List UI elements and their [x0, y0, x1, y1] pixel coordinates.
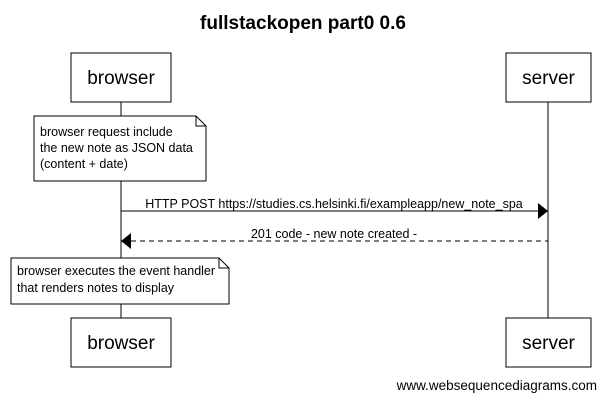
message-response-arrowhead — [121, 233, 131, 249]
message-response-label: 201 code - new note created - — [251, 227, 417, 241]
server-actor-top-label: server — [522, 68, 575, 89]
note-handler-body — [10, 257, 230, 305]
server-actor-bottom-label: server — [522, 333, 575, 354]
footer-link[interactable]: www.websequencediagrams.com — [396, 378, 597, 393]
browser-actor-top-label: browser — [87, 68, 155, 89]
note-request-line-3: (content + date) — [40, 157, 128, 171]
message-post-arrowhead — [538, 203, 548, 219]
message-response: 201 code - new note created - — [121, 227, 548, 249]
browser-actor-bottom: browser — [70, 317, 172, 368]
message-post-label: HTTP POST https://studies.cs.helsinki.fi… — [145, 197, 523, 211]
diagram-title: fullstackopen part0 0.6 — [200, 13, 406, 34]
note-handler-line-2: that renders notes to display — [17, 281, 175, 295]
note-request-fold — [195, 116, 206, 127]
note-handler-line-1: browser executes the event handler — [17, 264, 215, 278]
note-handler-fold — [218, 258, 229, 269]
note-request-line-2: the new note as JSON data — [40, 141, 193, 155]
note-request: browser request include the new note as … — [33, 115, 207, 182]
note-request-body — [33, 115, 207, 182]
note-request-line-1: browser request include — [40, 125, 173, 139]
message-post: HTTP POST https://studies.cs.helsinki.fi… — [121, 197, 548, 219]
browser-actor-bottom-label: browser — [87, 333, 155, 354]
server-actor-bottom: server — [505, 317, 592, 368]
server-actor-top: server — [505, 52, 592, 103]
note-handler: browser executes the event handler that … — [10, 257, 230, 305]
browser-actor-top: browser — [70, 52, 172, 103]
